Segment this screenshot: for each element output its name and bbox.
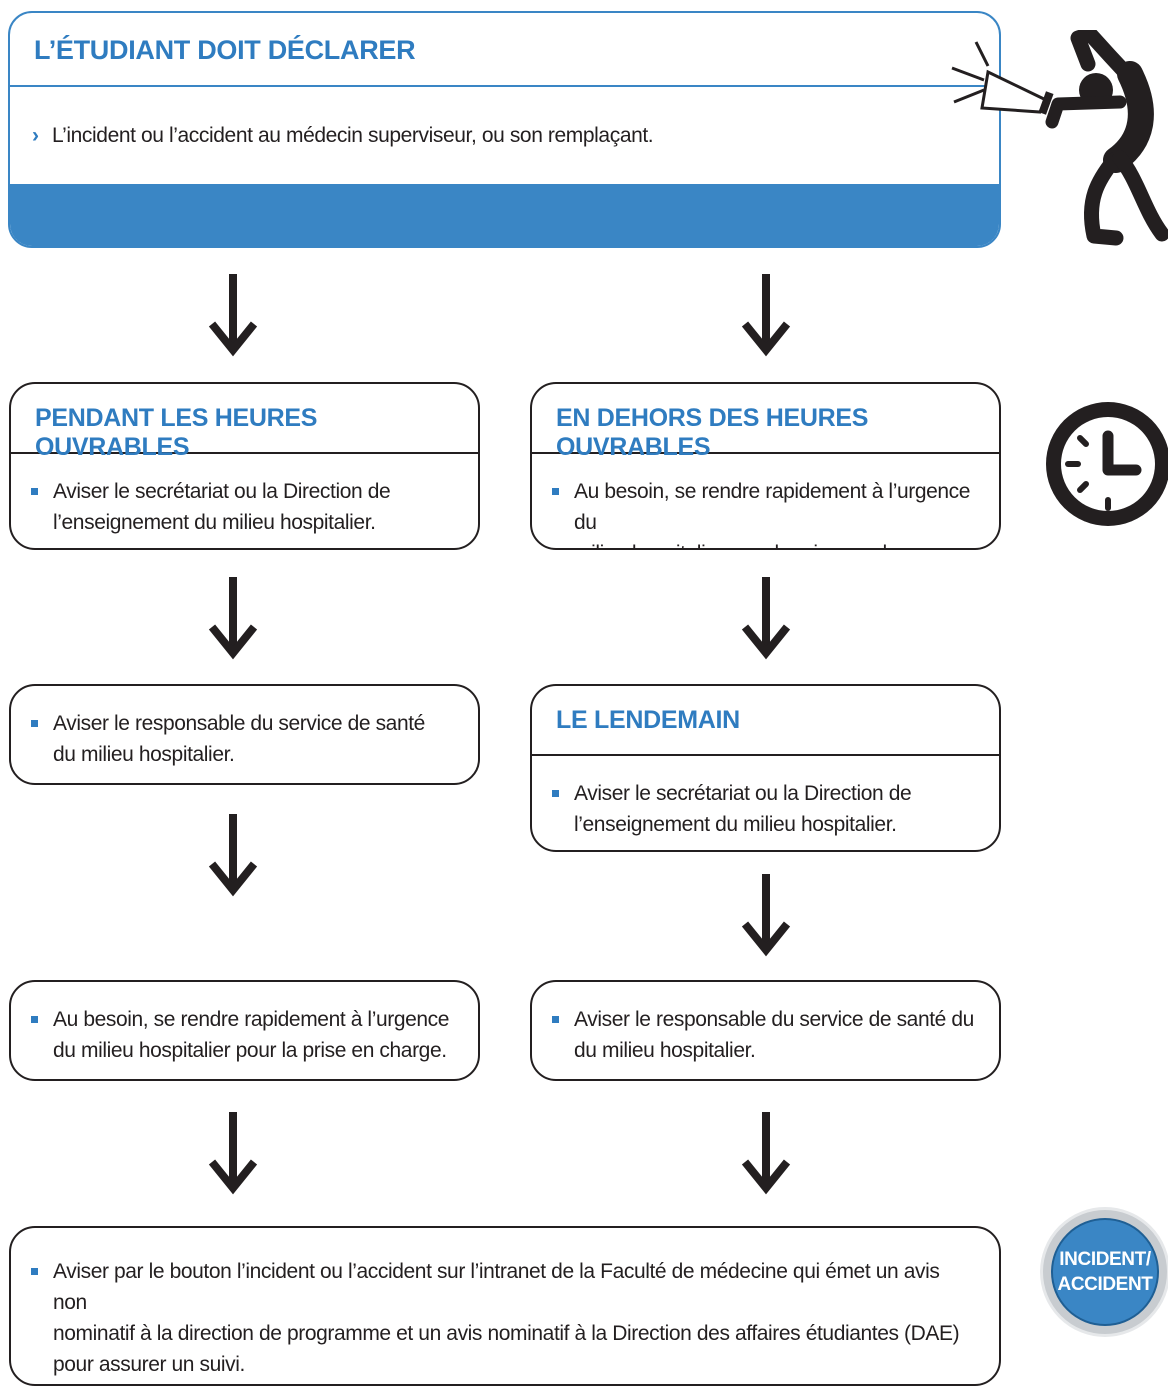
after-hours-box: EN DEHORS DES HEURES OUVRABLES Au besoin… — [530, 382, 1001, 550]
arrow-down-icon — [208, 1112, 258, 1195]
final-report-box: Aviser par le bouton l’incident ou l’acc… — [9, 1226, 1001, 1386]
badge-line-1: INCIDENT/ — [1059, 1249, 1151, 1270]
emergency-box: Au besoin, se rendre rapidement à l’urge… — [9, 980, 480, 1081]
bullet-icon — [552, 1016, 559, 1023]
declaration-box: L’ÉTUDIANT DOIT DÉCLARER › L’incident ou… — [8, 11, 1001, 248]
clock-icon — [1046, 402, 1168, 526]
declaration-item: › L’incident ou l’accident au médecin su… — [10, 87, 999, 148]
arrow-down-icon — [208, 577, 258, 660]
list-item: Aviser le responsable du service de sant… — [552, 1004, 977, 1066]
business-hours-title: PENDANT LES HEURES OUVRABLES — [11, 384, 478, 461]
business-hours-box: PENDANT LES HEURES OUVRABLES Aviser le s… — [9, 382, 480, 550]
chevron-right-icon: › — [32, 124, 39, 147]
arrow-down-icon — [741, 577, 791, 660]
list-item: Aviser le secrétariat ou la Direction de… — [552, 778, 977, 840]
list-item: Aviser par le bouton l’incident ou l’acc… — [31, 1256, 977, 1380]
list-item: Au besoin, se rendre rapidement à l’urge… — [31, 1004, 456, 1066]
list-item: Aviser le secrétariat ou la Direction de… — [31, 476, 456, 538]
bullet-icon — [31, 1016, 38, 1023]
arrow-down-icon — [741, 874, 791, 957]
arrow-down-icon — [741, 1112, 791, 1195]
bullet-icon — [31, 720, 38, 727]
after-hours-title: EN DEHORS DES HEURES OUVRABLES — [532, 384, 999, 461]
next-day-box: LE LENDEMAIN Aviser le secrétariat ou la… — [530, 684, 1001, 852]
bullet-icon — [31, 1268, 38, 1275]
list-item: Au besoin, se rendre rapidement à l’urge… — [552, 476, 977, 548]
list-item: Aviser le responsable du service de sant… — [31, 708, 456, 770]
arrow-down-icon — [741, 274, 791, 357]
incident-accident-badge[interactable]: INCIDENT/ ACCIDENT — [1051, 1218, 1159, 1326]
incident-accident-button[interactable]: INCIDENT/ ACCIDENT — [1040, 1207, 1168, 1337]
badge-line-2: ACCIDENT — [1057, 1274, 1153, 1295]
health-service-box: Aviser le responsable du service de sant… — [9, 684, 480, 785]
declaration-band — [10, 184, 999, 246]
declaration-text: L’incident ou l’accident au médecin supe… — [52, 124, 654, 147]
health-service-box-right: Aviser le responsable du service de sant… — [530, 980, 1001, 1081]
person-with-megaphone-icon — [951, 30, 1168, 246]
bullet-icon — [31, 488, 38, 495]
arrow-down-icon — [208, 274, 258, 357]
bullet-icon — [552, 488, 559, 495]
arrow-down-icon — [208, 814, 258, 897]
bullet-icon — [552, 790, 559, 797]
next-day-title: LE LENDEMAIN — [532, 686, 999, 756]
declaration-title: L’ÉTUDIANT DOIT DÉCLARER — [10, 13, 999, 87]
